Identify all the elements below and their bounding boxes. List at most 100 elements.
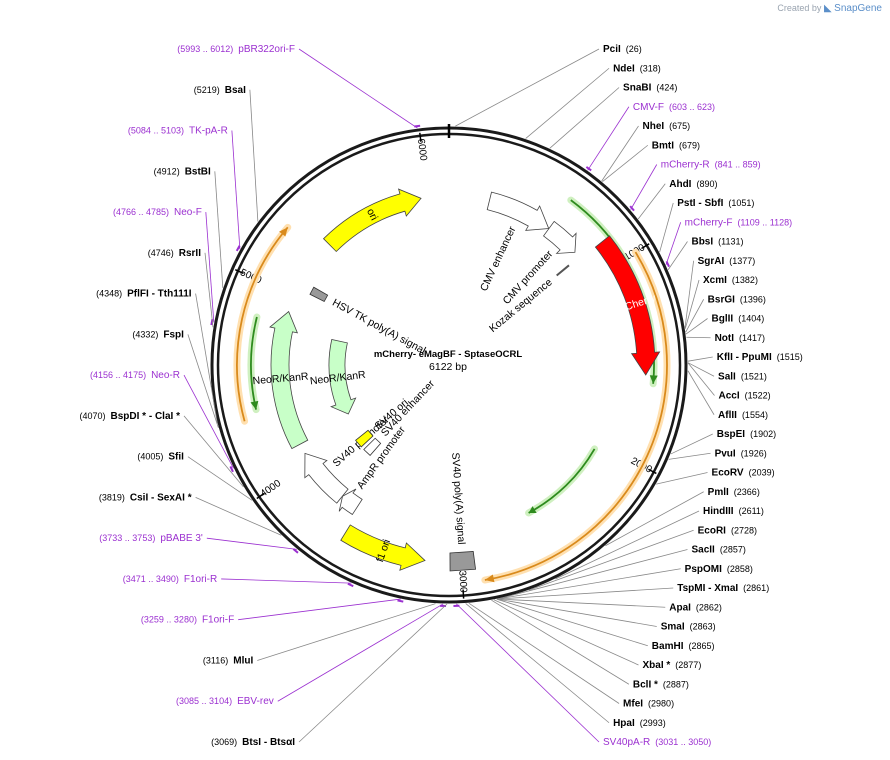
feature-hsv-tk-polya-signal[interactable]: HSV TK poly(A) signal	[309, 286, 428, 357]
enzyme-tspmi-xmai[interactable]: TspMI - XmaI(2861)	[677, 583, 769, 594]
enzyme-sgrai[interactable]: SgrAI(1377)	[698, 256, 756, 267]
feature-mcherry-arrow	[594, 235, 661, 376]
site-name: AccI	[719, 391, 740, 402]
primer-ebv-rev[interactable]: (3085 .. 3104)EBV-rev	[176, 696, 274, 707]
enzyme-rsrii[interactable]: (4746)RsrII	[148, 248, 201, 259]
enzyme-hindiii[interactable]: HindIII(2611)	[703, 506, 764, 517]
enzyme-pcii[interactable]: PciI(26)	[603, 44, 642, 55]
enzyme-hpai[interactable]: HpaI(2993)	[613, 718, 666, 729]
orf-green-2	[525, 445, 599, 517]
feature-cmv-enhancer-label: CMV enhancer	[478, 224, 519, 293]
primer-pbr322ori-f[interactable]: (5993 .. 6012)pBR322ori-F	[177, 44, 295, 55]
site-position: (4070)	[80, 411, 106, 421]
enzyme-aflii[interactable]: AflII(1554)	[718, 410, 768, 421]
enzyme-ecori[interactable]: EcoRI(2728)	[698, 525, 757, 536]
site-position: (4332)	[132, 329, 158, 339]
feature-ori-label: ori	[364, 207, 380, 223]
enzyme-bglii[interactable]: BglII(1404)	[712, 314, 765, 325]
site-position: (318)	[640, 63, 661, 73]
enzyme-labels: PciI(26) NdeI(318) SnaBI(424) CMV-F (603 .. …	[80, 44, 803, 748]
site-name: MfeI	[623, 699, 643, 710]
enzyme-sacii[interactable]: SacII(2857)	[691, 545, 745, 556]
enzyme-pvui[interactable]: PvuI(1926)	[715, 448, 767, 459]
leader-bspdi-clai	[183, 415, 244, 488]
enzyme-sali[interactable]: SalI(1521)	[718, 371, 767, 382]
enzyme-bspdi-clai[interactable]: (4070)BspDI * - ClaI *	[80, 411, 181, 422]
site-position: (890)	[696, 179, 717, 189]
primer-sv40pa-r[interactable]: SV40pA-R(3031 .. 3050)	[603, 737, 711, 748]
site-name: PspOMI	[685, 564, 722, 575]
feature-neor-kanr-outer[interactable]: NeoR/KanR	[252, 310, 309, 450]
enzyme-xbai[interactable]: XbaI *(2877)	[643, 660, 702, 671]
enzyme-snabi[interactable]: SnaBI(424)	[623, 83, 677, 94]
enzyme-fspi[interactable]: (4332)FspI	[132, 329, 184, 340]
primer-mcherry-r[interactable]: mCherry-R(841 .. 859)	[661, 160, 761, 171]
primer-cmv-f[interactable]: CMV-F (603 .. 623)	[633, 102, 715, 113]
site-position: (2865)	[688, 641, 714, 651]
enzyme-xcmi[interactable]: XcmI(1382)	[703, 275, 758, 286]
enzyme-pspomi[interactable]: PspOMI(2858)	[685, 564, 753, 575]
primer-tk-pa-r[interactable]: (5084 .. 5103)TK-pA-R	[128, 126, 228, 137]
enzyme-bmti[interactable]: BmtI(679)	[652, 140, 700, 151]
feature-sv40-ori-box	[355, 429, 374, 448]
site-position: (5084 .. 5103)	[128, 126, 184, 136]
enzyme-apai[interactable]: ApaI(2862)	[669, 602, 722, 613]
site-position: (2728)	[731, 525, 757, 535]
enzyme-btsi-bts-i[interactable]: (3069)BtsI - BtsαI	[211, 737, 295, 748]
feature-neor-kanr-inner[interactable]: NeoR/KanR	[309, 339, 367, 415]
leader-ahdi	[637, 183, 666, 220]
site-name: HindIII	[703, 506, 734, 517]
primer-f1ori-f[interactable]: (3259 .. 3280)F1ori-F	[141, 615, 234, 626]
site-position: (1377)	[729, 256, 755, 266]
enzyme-sfii[interactable]: (4005)SfiI	[137, 452, 184, 463]
enzyme-kfli-ppumi[interactable]: KflI - PpuMI(1515)	[717, 352, 803, 363]
enzyme-ecorv[interactable]: EcoRV(2039)	[712, 468, 775, 479]
enzyme-pmli[interactable]: PmlI(2366)	[708, 487, 760, 498]
enzyme-bspei[interactable]: BspEI(1902)	[717, 429, 776, 440]
feature-sv40-polya-signal[interactable]: SV40 poly(A) signal	[449, 452, 477, 572]
feature-f1-ori[interactable]: f1 ori	[340, 524, 426, 571]
site-position: (1396)	[740, 294, 766, 304]
primer-mark-neo-r	[229, 466, 234, 473]
enzyme-smai[interactable]: SmaI(2863)	[661, 622, 716, 633]
enzyme-ndei[interactable]: NdeI(318)	[613, 63, 661, 74]
site-position: (3471 .. 3490)	[123, 574, 179, 584]
site-name: AhdI	[669, 179, 691, 190]
site-position: (5993 .. 6012)	[177, 44, 233, 54]
enzyme-bbsi[interactable]: BbsI(1131)	[691, 237, 743, 248]
site-name: CMV-F	[633, 102, 664, 113]
enzyme-ahdi[interactable]: AhdI (890)	[669, 179, 717, 190]
primer-mcherry-f[interactable]: mCherry-F(1109 .. 1128)	[685, 217, 792, 228]
enzyme-mfei[interactable]: MfeI(2980)	[623, 699, 674, 710]
enzyme-bsrgi[interactable]: BsrGI (1396)	[708, 294, 766, 305]
site-position: (603 .. 623)	[669, 102, 715, 112]
enzyme-bcli[interactable]: BclI *(2887)	[633, 679, 689, 690]
tick-mark-5000	[234, 269, 244, 275]
site-name: SV40pA-R	[603, 737, 650, 748]
enzyme-bstbi[interactable]: (4912)BstBI	[154, 166, 211, 177]
enzyme-leaders	[183, 48, 715, 743]
leader-sv40pa-r	[456, 603, 600, 743]
enzyme-nhei[interactable]: NheI(675)	[643, 121, 691, 132]
primer-f1ori-r[interactable]: (3471 .. 3490)F1ori-R	[123, 574, 217, 585]
site-position: (3085 .. 3104)	[176, 696, 232, 706]
enzyme-noti[interactable]: NotI(1417)	[715, 333, 765, 344]
enzyme-mlui[interactable]: (3116)MluI	[203, 655, 254, 666]
enzyme-bsai[interactable]: (5219)BsaI	[194, 85, 246, 96]
enzyme-csii-sexai[interactable]: (3819)CsiI - SexAI *	[99, 492, 192, 503]
primer-pbabe-3[interactable]: (3733 .. 3753)pBABE 3'	[99, 533, 203, 544]
enzyme-psti-sbfi[interactable]: PstI - SbfI(1051)	[677, 198, 754, 209]
feature-cmv-enhancer[interactable]: CMV enhancer	[478, 191, 550, 293]
enzyme-bamhi[interactable]: BamHI(2865)	[652, 641, 715, 652]
enzyme-pflfi-tth111i[interactable]: (4348)PflFI - Tth111I	[96, 289, 192, 300]
primer-neo-r[interactable]: (4156 .. 4175)Neo-R	[90, 370, 180, 381]
primer-neo-f[interactable]: (4766 .. 4785)Neo-F	[113, 207, 202, 218]
enzyme-acci[interactable]: AccI(1522)	[719, 391, 771, 402]
site-name: BbsI	[691, 237, 713, 248]
leader-acci	[687, 362, 715, 396]
leader-bsai	[249, 89, 259, 222]
feature-ori[interactable]: ori	[322, 188, 422, 253]
site-name: BsrGI	[708, 294, 735, 305]
feature-sv40-enhancer[interactable]: SV40 enhancer	[363, 378, 438, 456]
